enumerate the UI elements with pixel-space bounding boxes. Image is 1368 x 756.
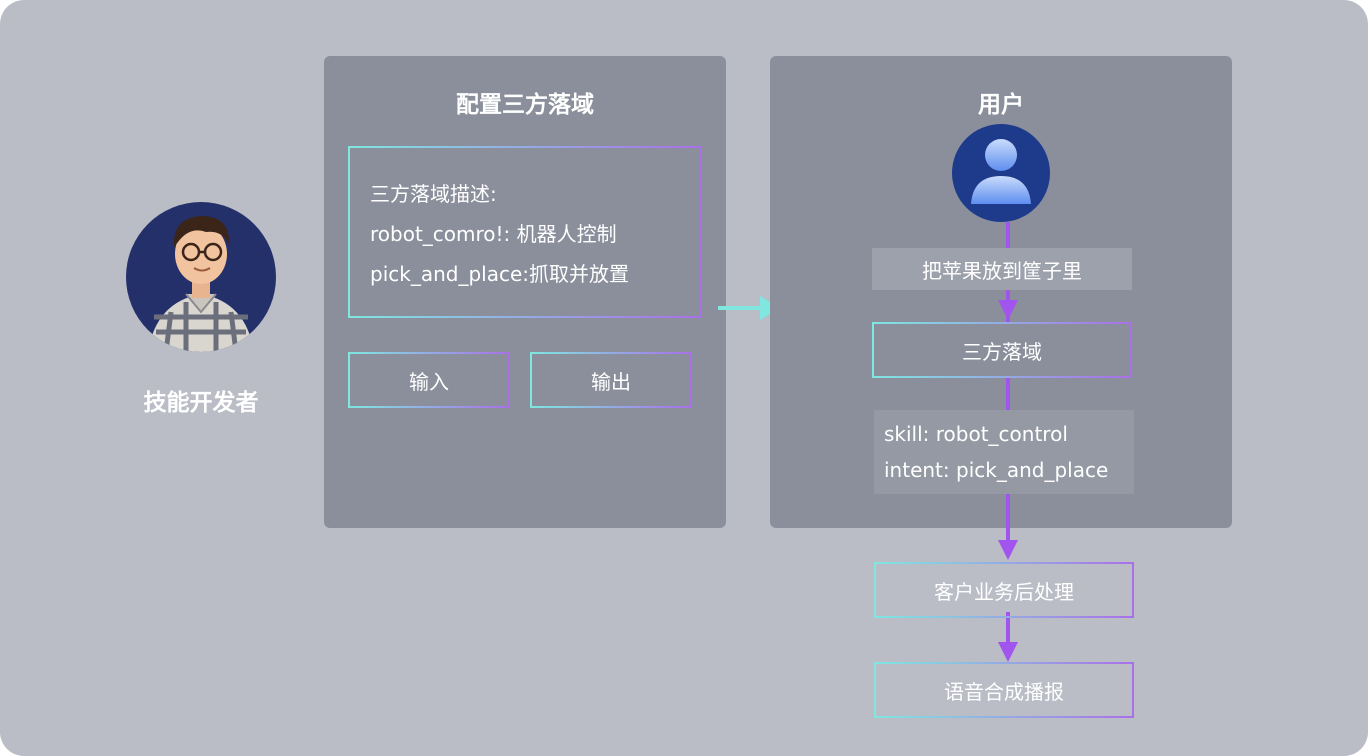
output-button[interactable]: 输出	[530, 352, 692, 408]
post-processing-box: 客户业务后处理	[874, 562, 1134, 618]
input-button[interactable]: 输入	[348, 352, 510, 408]
user-avatar	[952, 124, 1050, 222]
result-intent: intent: pick_and_place	[884, 458, 1109, 482]
flow-arrow-1-icon	[998, 300, 1018, 320]
description-line-pick: pick_and_place:抓取并放置	[370, 262, 630, 286]
config-panel-title: 配置三方落域	[456, 92, 594, 118]
description-line-robot: robot_comro!: 机器人控制	[370, 222, 617, 246]
flow-arrow-3-icon	[998, 642, 1018, 662]
config-panel: 配置三方落域 三方落域描述: robot_comro!: 机器人控制 pick_…	[324, 56, 726, 528]
result-skill: skill: robot_control	[884, 422, 1068, 446]
user-utterance: 把苹果放到筐子里	[872, 248, 1132, 290]
user-icon	[971, 139, 1031, 204]
description-heading: 三方落域描述:	[370, 182, 497, 206]
flow-arrow-2-icon	[998, 540, 1018, 560]
domain-description-box: 三方落域描述: robot_comro!: 机器人控制 pick_and_pla…	[348, 146, 702, 318]
user-panel-title: 用户	[978, 92, 1024, 118]
tts-box: 语音合成播报	[874, 662, 1134, 718]
flow-line-lower	[1006, 612, 1010, 648]
developer-portrait-icon	[148, 216, 254, 352]
nlu-result: skill: robot_control intent: pick_and_pl…	[874, 410, 1134, 494]
flow-line	[1006, 222, 1010, 544]
developer-avatar	[126, 202, 276, 352]
developer-label: 技能开发者	[143, 390, 259, 416]
domain-box: 三方落域	[872, 322, 1132, 378]
